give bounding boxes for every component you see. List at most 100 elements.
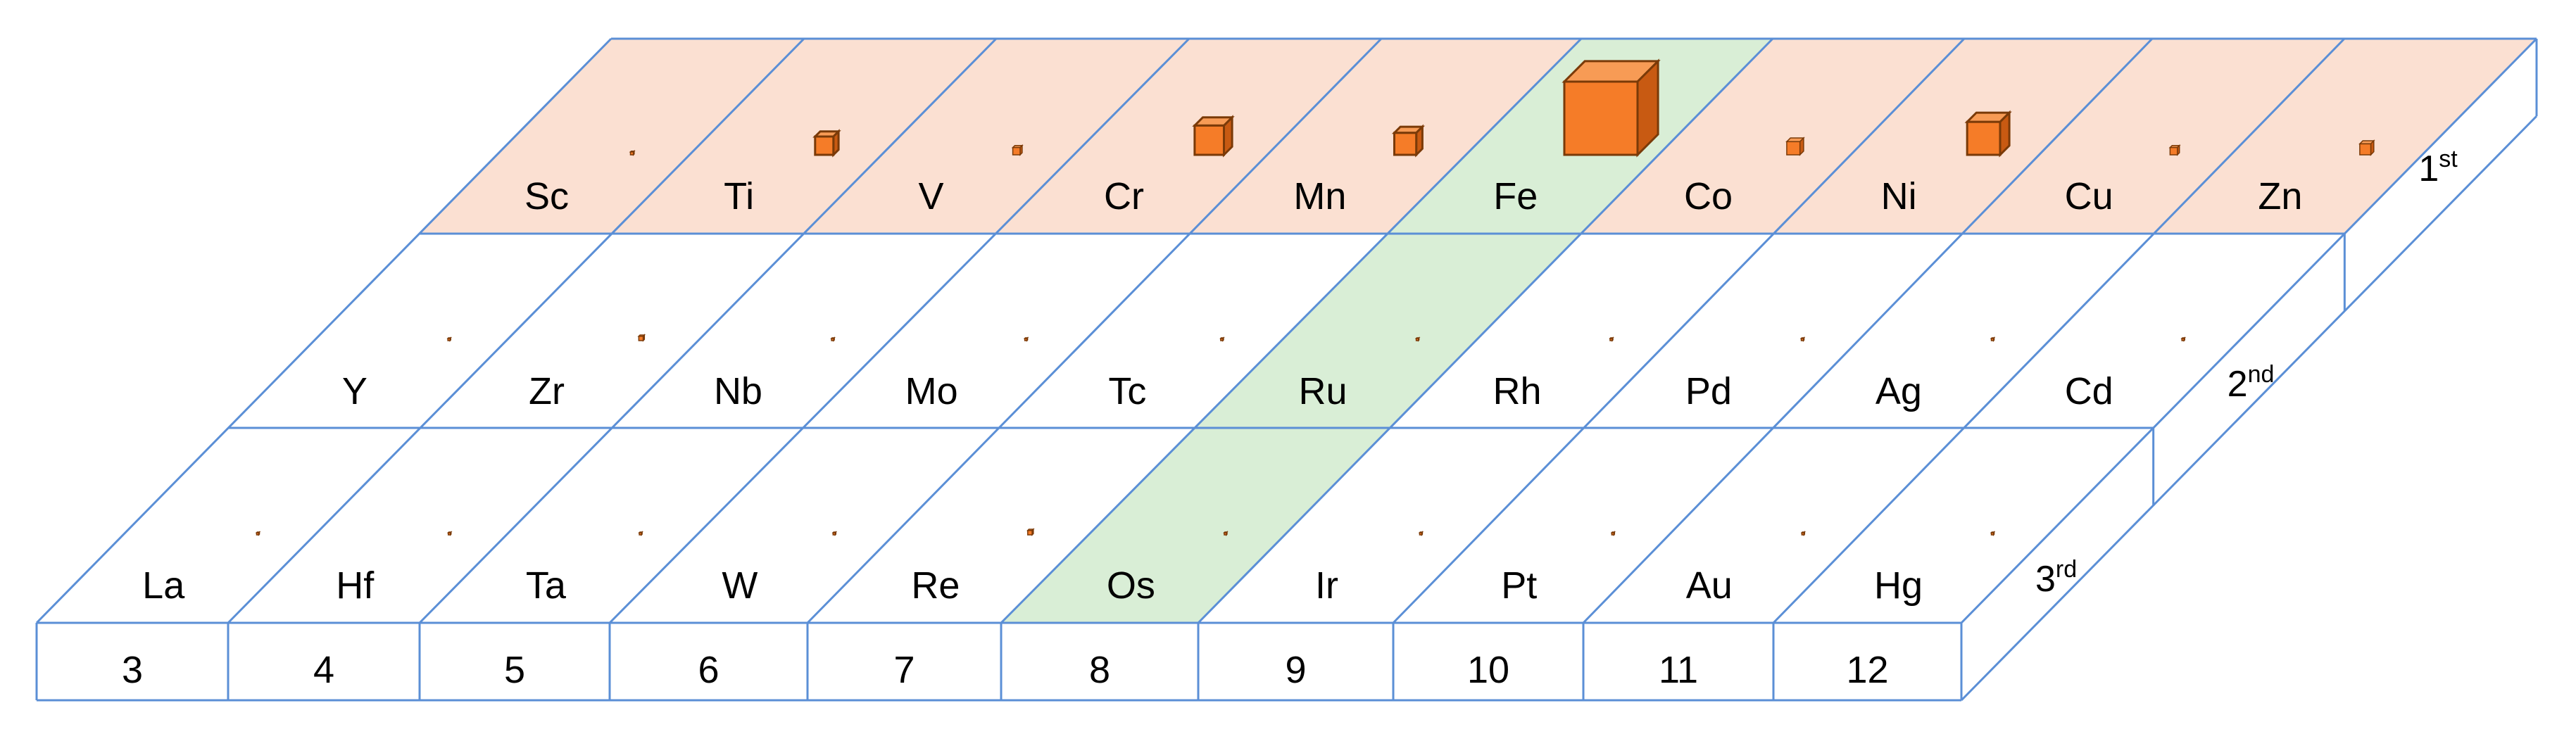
cube-cu xyxy=(2168,144,2181,156)
element-symbol-co: Co xyxy=(1684,175,1733,217)
cube-ta xyxy=(638,531,643,536)
cube-front-face xyxy=(831,338,834,341)
cube-v xyxy=(1011,144,1024,156)
group-number-12: 12 xyxy=(1846,649,1888,691)
group-number-4: 4 xyxy=(313,649,334,691)
cube-front-face xyxy=(1990,338,1994,341)
cube-hf xyxy=(446,531,453,536)
cube-nb xyxy=(830,336,836,342)
element-symbol-ti: Ti xyxy=(724,175,754,217)
cube-front-face xyxy=(629,151,634,156)
cube-front-face xyxy=(1012,146,1021,156)
cube-front-face xyxy=(1224,532,1227,536)
cube-front-face xyxy=(1419,532,1423,536)
cube-front-face xyxy=(1609,338,1613,341)
cube-front-face xyxy=(1990,532,1994,536)
cube-front-face xyxy=(1027,530,1033,536)
element-symbol-hg: Hg xyxy=(1874,564,1923,607)
cube-ag xyxy=(1990,336,1996,342)
cube-front-face xyxy=(832,532,836,536)
cube-front-face xyxy=(1786,141,1801,156)
group-number-5: 5 xyxy=(504,649,525,691)
column-boundary-line xyxy=(806,37,1383,624)
cube-au xyxy=(1800,531,1806,536)
cube-hg xyxy=(1990,531,1996,536)
column-boundary-line xyxy=(1772,37,2346,624)
cubes-layer xyxy=(255,58,2375,536)
row-label-3: 3rd xyxy=(2035,556,2077,600)
column-boundary-line xyxy=(35,37,612,624)
cube-front-face xyxy=(1393,132,1418,156)
element-symbol-zn: Zn xyxy=(2258,175,2302,217)
cube-front-face xyxy=(1415,338,1419,341)
cube-front-face xyxy=(1611,532,1615,536)
column-boundary-line xyxy=(227,37,805,624)
column-boundary-line xyxy=(1000,37,1583,624)
row-label-1: 1st xyxy=(2418,146,2458,189)
side-face-bottom xyxy=(1960,115,2538,702)
element-symbol-la: La xyxy=(142,564,185,607)
group-number-8: 8 xyxy=(1089,649,1110,691)
cube-front-face xyxy=(638,336,644,341)
row-label-2: 2nd xyxy=(2228,361,2275,405)
column-boundary-line xyxy=(608,37,1190,624)
column-boundary-line xyxy=(1582,37,2154,624)
cube-front-face xyxy=(1800,338,1804,341)
group-number-6: 6 xyxy=(698,649,719,691)
element-symbol-v: V xyxy=(918,175,943,217)
element-symbol-y: Y xyxy=(342,370,367,412)
cube-zr xyxy=(637,334,646,342)
element-symbol-nb: Nb xyxy=(714,370,762,412)
group-number-3: 3 xyxy=(122,649,143,691)
cube-side-face xyxy=(1223,115,1233,158)
cube-ru xyxy=(1414,336,1421,342)
cube-ir xyxy=(1418,531,1424,536)
row-label-suffix: st xyxy=(2439,146,2458,172)
cube-cr xyxy=(1192,115,1235,158)
cube-re xyxy=(1026,528,1035,536)
cube-pt xyxy=(1610,531,1616,536)
element-symbol-mn: Mn xyxy=(1293,175,1346,217)
row-label-number: 1 xyxy=(2418,148,2439,189)
element-symbol-cd: Cd xyxy=(2065,370,2113,412)
cube-front-face xyxy=(1220,338,1224,341)
element-symbol-pt: Pt xyxy=(1501,564,1537,607)
element-symbol-zr: Zr xyxy=(529,370,565,412)
row-label-number: 2 xyxy=(2228,364,2248,405)
cube-cd xyxy=(2180,336,2187,342)
cube-co xyxy=(1785,137,1805,156)
cube-front-face xyxy=(256,532,260,536)
cube-fe xyxy=(1562,58,1661,158)
element-symbol-tc: Tc xyxy=(1108,370,1146,412)
group-number-11: 11 xyxy=(1659,649,1698,691)
cube-side-face xyxy=(1799,137,1804,156)
element-symbol-rh: Rh xyxy=(1493,370,1542,412)
column-boundary-line xyxy=(418,37,998,624)
cube-front-face xyxy=(1966,120,2002,156)
cube-w xyxy=(831,531,838,536)
cube-front-face xyxy=(447,532,451,536)
cube-front-face xyxy=(1563,80,1639,156)
cube-front-face xyxy=(639,532,642,536)
element-symbol-cr: Cr xyxy=(1104,175,1144,217)
element-symbol-os: Os xyxy=(1107,564,1155,607)
cube-pd xyxy=(1799,336,1806,342)
element-symbol-sc: Sc xyxy=(524,175,569,217)
column-boundary-line xyxy=(1960,37,2538,624)
element-symbol-mo: Mo xyxy=(905,370,958,412)
row-label-suffix: rd xyxy=(2056,556,2077,583)
element-symbol-ir: Ir xyxy=(1315,564,1338,607)
cube-la xyxy=(255,531,261,536)
element-symbol-au: Au xyxy=(1686,564,1733,607)
cube-ni xyxy=(1964,110,2012,158)
cube-y xyxy=(446,336,453,342)
cube-tc xyxy=(1219,336,1225,342)
cube-sc xyxy=(629,149,636,156)
group-8-highlight xyxy=(1001,39,1773,623)
cube-front-face xyxy=(814,135,835,156)
row-label-number: 3 xyxy=(2035,559,2056,600)
cube-rh xyxy=(1609,336,1614,342)
cube-front-face xyxy=(2169,146,2178,156)
